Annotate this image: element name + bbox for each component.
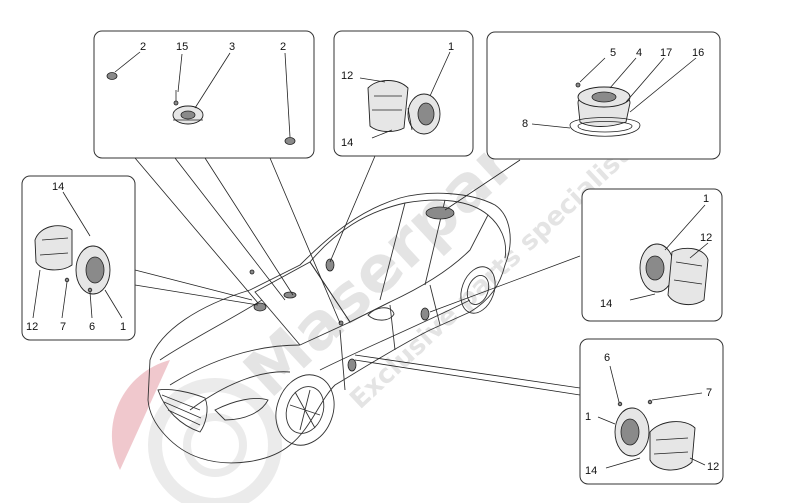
callout-right-upper-2: 12: [700, 232, 712, 244]
panel-top-right: 5 4 17 16 8: [486, 31, 721, 160]
panel-right-upper: 1 12 14: [581, 188, 723, 322]
callout-top-right-1: 5: [610, 47, 616, 59]
panel-left: 14 12 7 6 1: [21, 175, 136, 341]
callout-top-right-4: 16: [692, 47, 704, 59]
callout-right-lower-1: 6: [604, 352, 610, 364]
callout-top-center-2: 12: [341, 70, 353, 82]
leader-lines: [134, 155, 581, 396]
callout-top-center-1: 1: [448, 41, 454, 53]
callout-top-left-4: 2: [280, 41, 286, 53]
callout-left-4: 6: [89, 321, 95, 333]
callout-top-left-2: 15: [176, 41, 188, 53]
callout-top-left-3: 3: [229, 41, 235, 53]
callout-left-3: 7: [60, 321, 66, 333]
callout-top-center-3: 14: [341, 137, 353, 149]
callout-top-right-2: 4: [636, 47, 642, 59]
callout-left-1: 14: [52, 181, 64, 193]
panel-right-lower: 6 7 1 14 12: [579, 338, 724, 485]
callout-top-left-1: 2: [140, 41, 146, 53]
callout-right-lower-2: 7: [706, 387, 712, 399]
callout-right-lower-5: 12: [707, 461, 719, 473]
callout-right-upper-3: 14: [600, 298, 612, 310]
callout-left-2: 12: [26, 321, 38, 333]
car-outline: [147, 192, 511, 464]
callout-right-lower-3: 1: [585, 411, 591, 423]
callout-right-lower-4: 14: [585, 465, 597, 477]
panel-top-left: 2 15 3 2: [93, 30, 315, 159]
panel-top-center: 1 12 14: [333, 30, 474, 157]
callout-top-right-5: 8: [522, 118, 528, 130]
callout-right-upper-1: 1: [703, 193, 709, 205]
callout-top-right-3: 17: [660, 47, 672, 59]
callout-left-5: 1: [120, 321, 126, 333]
watermark-logo: [111, 360, 282, 503]
